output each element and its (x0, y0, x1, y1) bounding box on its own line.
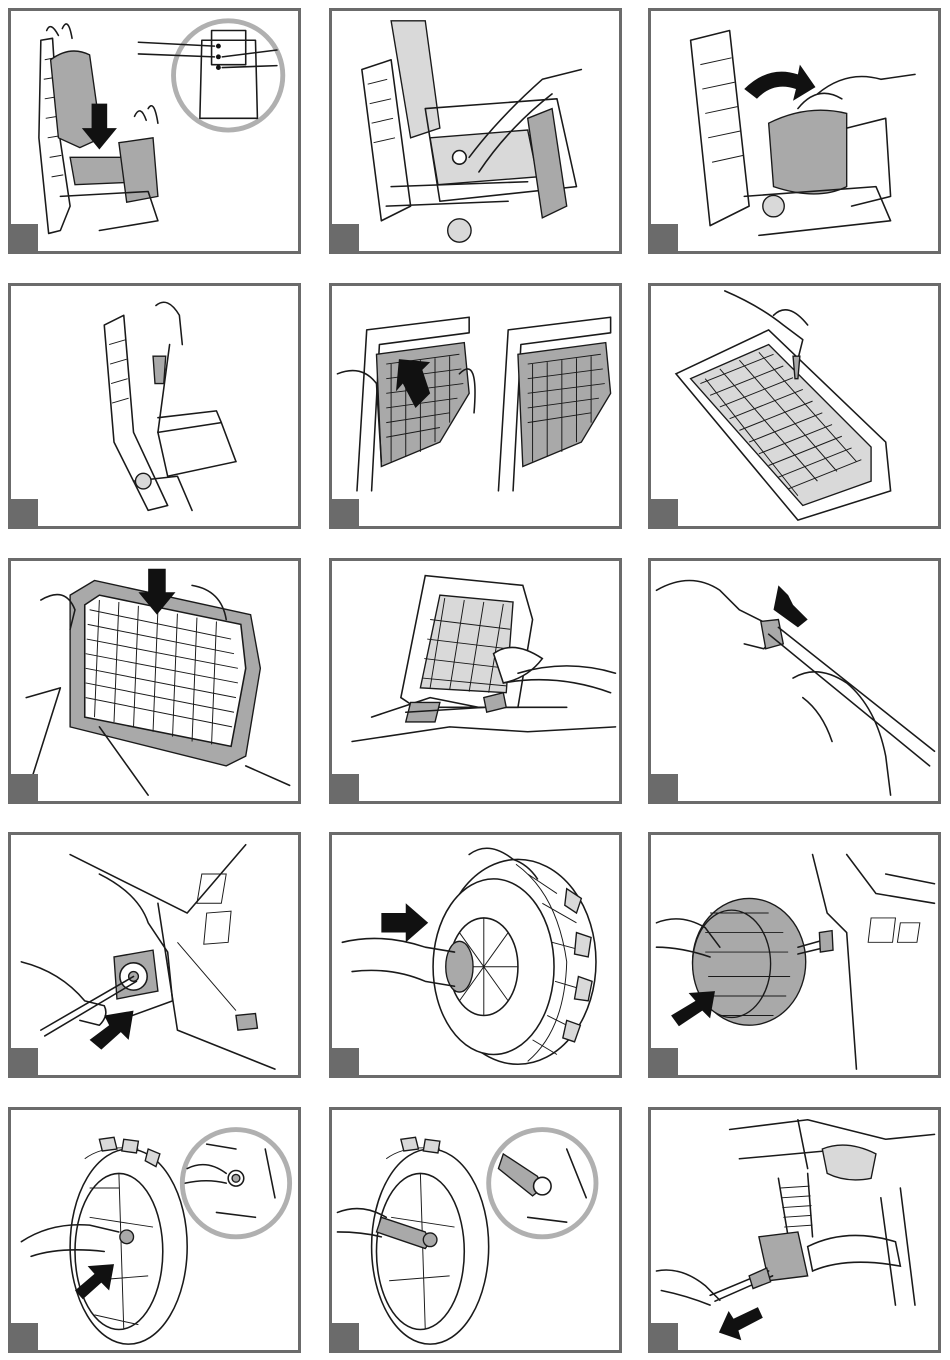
step-panel-3 (648, 8, 941, 254)
step-number-badge (651, 774, 678, 801)
step-panel-14 (329, 1107, 622, 1353)
step-panel-1 (8, 8, 301, 254)
rear-axle-illustration (11, 835, 298, 1075)
wheel-nut-illustration (11, 1110, 298, 1350)
wheel-wrench-illustration (332, 1110, 619, 1350)
step-number-badge (332, 499, 359, 526)
step-panel-6 (648, 283, 941, 529)
step-number-badge (651, 1323, 678, 1350)
step-panel-9 (648, 558, 941, 804)
frame-screw-illustration (332, 561, 619, 801)
wheel-hub-illustration (332, 835, 619, 1075)
step-number-badge (651, 224, 678, 251)
seat-bolt-illustration (332, 11, 619, 251)
step-panel-10 (8, 832, 301, 1078)
roof-mesh-illustration (11, 561, 298, 801)
seat-removal-illustration (651, 11, 938, 251)
step-panel-13 (8, 1107, 301, 1353)
step-panel-8 (329, 558, 622, 804)
step-panel-5 (329, 283, 622, 529)
step-panel-11 (329, 832, 622, 1078)
step-panel-2 (329, 8, 622, 254)
step-number-badge (332, 1048, 359, 1075)
step-number-badge (332, 224, 359, 251)
seat-illustration (11, 11, 298, 251)
step-number-badge (332, 774, 359, 801)
step-number-badge (11, 1048, 38, 1075)
step-number-badge (651, 1048, 678, 1075)
step-number-badge (11, 774, 38, 801)
side-mesh-illustration (332, 286, 619, 526)
roof-mesh-screw-illustration (651, 286, 938, 526)
step-number-badge (651, 499, 678, 526)
step-number-badge (332, 1323, 359, 1350)
step-number-badge (11, 499, 38, 526)
step-panel-4 (8, 283, 301, 529)
front-axle-illustration (651, 1110, 938, 1350)
step-number-badge (11, 1323, 38, 1350)
axle-cap-illustration (651, 561, 938, 801)
step-number-badge (11, 224, 38, 251)
step-panel-12 (648, 832, 941, 1078)
side-mesh-screw-illustration (11, 286, 298, 526)
step-panel-7 (8, 558, 301, 804)
step-panel-15 (648, 1107, 941, 1353)
wheel-mount-illustration (651, 835, 938, 1075)
